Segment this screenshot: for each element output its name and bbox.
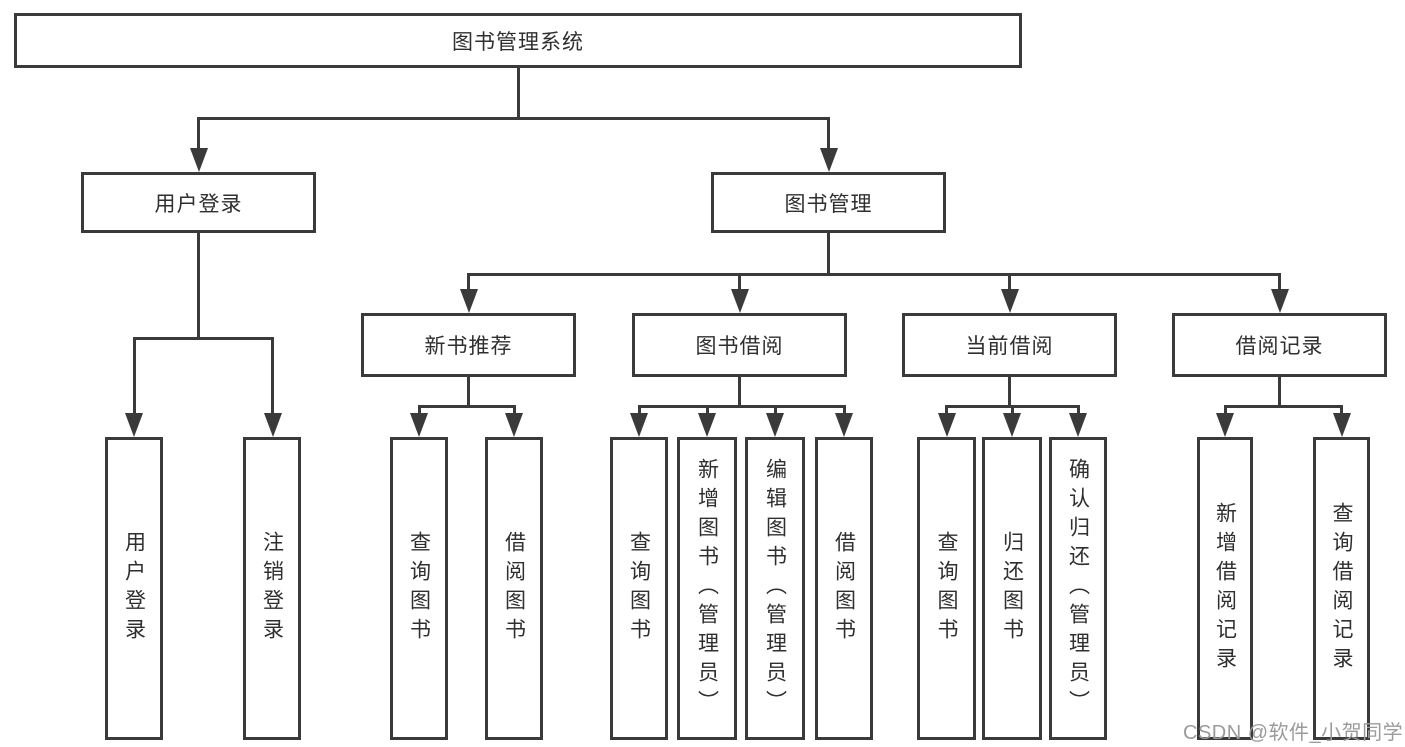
arrow-down-icon bbox=[630, 413, 648, 437]
node-new-book-recommend-label: 新书推荐 bbox=[424, 335, 513, 358]
connector-line bbox=[1008, 273, 1011, 291]
node-book-borrow: 图书借阅 bbox=[632, 313, 847, 377]
node-root-label: 图书管理系统 bbox=[452, 30, 584, 54]
leaf-borrow-edit-books-admin-label: 编辑图书（管理员） bbox=[763, 458, 787, 719]
leaf-borrow-add-books-admin: 新增图书（管理员） bbox=[677, 437, 737, 740]
connector-line bbox=[271, 337, 274, 415]
leaf-recommend-borrow-books-label: 借阅图书 bbox=[502, 530, 526, 647]
node-book-management: 图书管理 bbox=[711, 172, 946, 233]
connector-line bbox=[637, 405, 846, 408]
arrow-down-icon bbox=[819, 148, 838, 172]
connector-line bbox=[1278, 273, 1281, 291]
connector-line bbox=[1223, 405, 1343, 408]
connector-line bbox=[467, 377, 470, 408]
node-new-book-recommend: 新书推荐 bbox=[361, 313, 576, 377]
arrow-down-icon bbox=[1069, 413, 1087, 437]
arrow-down-icon bbox=[1000, 289, 1019, 313]
leaf-current-confirm-return-admin: 确认归还（管理员） bbox=[1049, 437, 1107, 740]
connector-line bbox=[197, 233, 200, 340]
node-root: 图书管理系统 bbox=[14, 13, 1022, 68]
leaf-recommend-query-books: 查询图书 bbox=[390, 437, 448, 740]
leaf-borrow-borrow-books: 借阅图书 bbox=[815, 437, 873, 740]
connector-line bbox=[467, 273, 1281, 276]
arrow-down-icon bbox=[698, 413, 716, 437]
node-borrow-records-label: 借阅记录 bbox=[1235, 335, 1324, 358]
leaf-recommend-query-books-label: 查询图书 bbox=[407, 530, 431, 647]
arrow-down-icon bbox=[1270, 289, 1289, 313]
connector-line bbox=[516, 68, 520, 120]
connector-line bbox=[467, 273, 470, 291]
connector-line bbox=[842, 405, 846, 415]
arrow-down-icon bbox=[189, 148, 208, 172]
connector-line bbox=[1223, 405, 1227, 415]
connector-line bbox=[1010, 405, 1014, 415]
leaf-borrow-query-books: 查询图书 bbox=[610, 437, 668, 740]
leaf-logout-label: 注销登录 bbox=[260, 530, 284, 647]
connector-line bbox=[197, 117, 830, 120]
arrow-down-icon bbox=[766, 413, 784, 437]
csdn-watermark: CSDN @软件_小贺同学 bbox=[1183, 722, 1404, 744]
leaf-current-query-books-label: 查询图书 bbox=[935, 530, 958, 647]
arrow-down-icon bbox=[730, 289, 749, 313]
leaf-records-query-record-label: 查询借阅记录 bbox=[1330, 501, 1353, 676]
leaf-borrow-edit-books-admin: 编辑图书（管理员） bbox=[745, 437, 805, 740]
leaf-borrow-add-books-admin-label: 新增图书（管理员） bbox=[695, 458, 719, 719]
arrow-down-icon bbox=[1216, 413, 1234, 437]
node-user-login-label: 用户登录 bbox=[154, 192, 243, 216]
connector-line bbox=[1340, 405, 1343, 415]
leaf-current-return-books-label: 归还图书 bbox=[1000, 530, 1024, 647]
leaf-recommend-borrow-books: 借阅图书 bbox=[485, 437, 543, 740]
node-book-borrow-label: 图书借阅 bbox=[695, 335, 784, 358]
connector-line bbox=[197, 117, 200, 151]
leaf-user-login-label: 用户登录 bbox=[122, 530, 146, 647]
connector-line bbox=[827, 117, 830, 151]
connector-line bbox=[512, 405, 516, 415]
arrow-down-icon bbox=[410, 413, 428, 437]
connector-line bbox=[132, 337, 136, 415]
leaf-records-query-record: 查询借阅记录 bbox=[1313, 437, 1370, 740]
connector-line bbox=[417, 405, 421, 415]
leaf-current-query-books: 查询图书 bbox=[917, 437, 976, 740]
leaf-current-return-books: 归还图书 bbox=[982, 437, 1042, 740]
connector-line bbox=[1278, 377, 1281, 408]
node-book-management-label: 图书管理 bbox=[784, 192, 873, 216]
arrow-down-icon bbox=[1332, 413, 1351, 437]
node-current-borrow: 当前借阅 bbox=[902, 313, 1117, 377]
arrow-down-icon bbox=[937, 413, 956, 437]
connector-line bbox=[132, 337, 274, 340]
connector-line bbox=[738, 377, 741, 408]
leaf-current-confirm-return-admin-label: 确认归还（管理员） bbox=[1066, 458, 1090, 719]
leaf-user-login: 用户登录 bbox=[105, 437, 163, 740]
connector-line bbox=[417, 405, 516, 408]
connector-line bbox=[637, 405, 641, 415]
leaf-borrow-query-books-label: 查询图书 bbox=[627, 530, 651, 647]
node-borrow-records: 借阅记录 bbox=[1172, 313, 1387, 377]
arrow-down-icon bbox=[1003, 413, 1021, 437]
leaf-logout: 注销登录 bbox=[243, 437, 301, 740]
arrow-down-icon bbox=[459, 289, 478, 313]
leaf-records-add-record-label: 新增借阅记录 bbox=[1213, 501, 1237, 676]
leaf-borrow-borrow-books-label: 借阅图书 bbox=[832, 530, 856, 647]
connector-line bbox=[1008, 377, 1011, 408]
connector-line bbox=[827, 233, 830, 276]
node-user-login: 用户登录 bbox=[81, 172, 316, 233]
node-current-borrow-label: 当前借阅 bbox=[965, 335, 1054, 358]
connector-line bbox=[945, 405, 948, 415]
connector-line bbox=[1076, 405, 1080, 415]
arrow-down-icon bbox=[505, 413, 523, 437]
arrow-down-icon bbox=[835, 413, 853, 437]
connector-line bbox=[705, 405, 709, 415]
connector-line bbox=[773, 405, 777, 415]
connector-line bbox=[738, 273, 741, 291]
arrow-down-icon bbox=[125, 413, 143, 437]
leaf-records-add-record: 新增借阅记录 bbox=[1197, 437, 1253, 740]
arrow-down-icon bbox=[263, 413, 282, 437]
